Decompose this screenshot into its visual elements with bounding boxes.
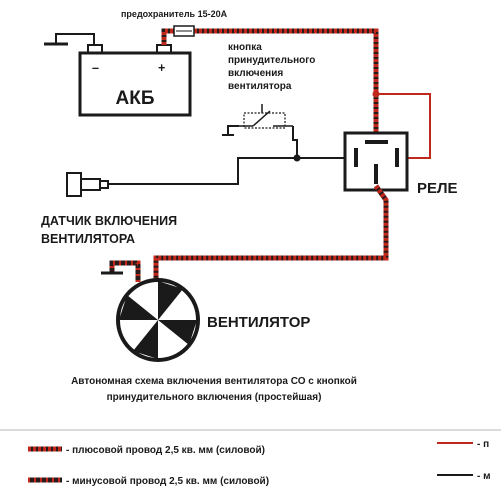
sensor-label-line1: ДАТЧИК ВКЛЮЧЕНИЯ xyxy=(41,214,177,228)
sensor-tip xyxy=(99,180,109,189)
battery: – + АКБ xyxy=(78,44,192,117)
fan-label: ВЕНТИЛЯТОР xyxy=(207,314,310,331)
fan-blade xyxy=(133,320,158,359)
sensor-label-line2: ВЕНТИЛЯТОРА xyxy=(41,232,135,246)
relay xyxy=(343,131,409,192)
battery-body xyxy=(78,51,192,117)
legend-signal-plus-label: - п xyxy=(477,439,489,450)
battery-plus-sign: + xyxy=(158,61,165,75)
legend-signal-minus-label: - м xyxy=(477,471,491,482)
power-plus-wire xyxy=(161,28,379,138)
battery-minus-sign: – xyxy=(92,61,99,75)
signal-minus-wire xyxy=(108,154,361,185)
sensor xyxy=(66,172,109,197)
signal-junction-node-2 xyxy=(293,154,301,162)
power-plus-wire-to-fan xyxy=(153,184,389,282)
fuse xyxy=(173,25,195,37)
button-label-line3: включения xyxy=(228,68,283,79)
fuse-label: предохранитель 15-20А xyxy=(121,9,228,19)
power-minus-wire-fan xyxy=(101,260,141,282)
fan xyxy=(116,278,200,362)
fan-blade xyxy=(158,320,197,345)
fan-blade xyxy=(119,295,158,320)
fan-blade xyxy=(158,281,183,320)
button-label-line1: кнопка xyxy=(228,42,262,53)
sensor-body xyxy=(66,172,82,197)
caption-line2: принудительного включения (простейшая) xyxy=(107,392,322,403)
relay-label: РЕЛЕ xyxy=(417,180,458,197)
signal-plus-wire xyxy=(372,90,431,159)
legend-plus-label: - плюсовой провод 2,5 кв. мм (силовой) xyxy=(66,445,265,456)
sensor-neck xyxy=(80,178,101,191)
battery-label: АКБ xyxy=(116,88,155,109)
caption-line1: Автономная схема включения вентилятора С… xyxy=(71,376,357,387)
button-label-line2: принудительного xyxy=(228,55,315,66)
battery-ground-wire xyxy=(44,33,95,46)
button-label-line4: вентилятора xyxy=(228,81,292,92)
legend-minus-label: - минусовой провод 2,5 кв. мм (силовой) xyxy=(66,476,269,487)
force-button-switch xyxy=(222,104,298,158)
